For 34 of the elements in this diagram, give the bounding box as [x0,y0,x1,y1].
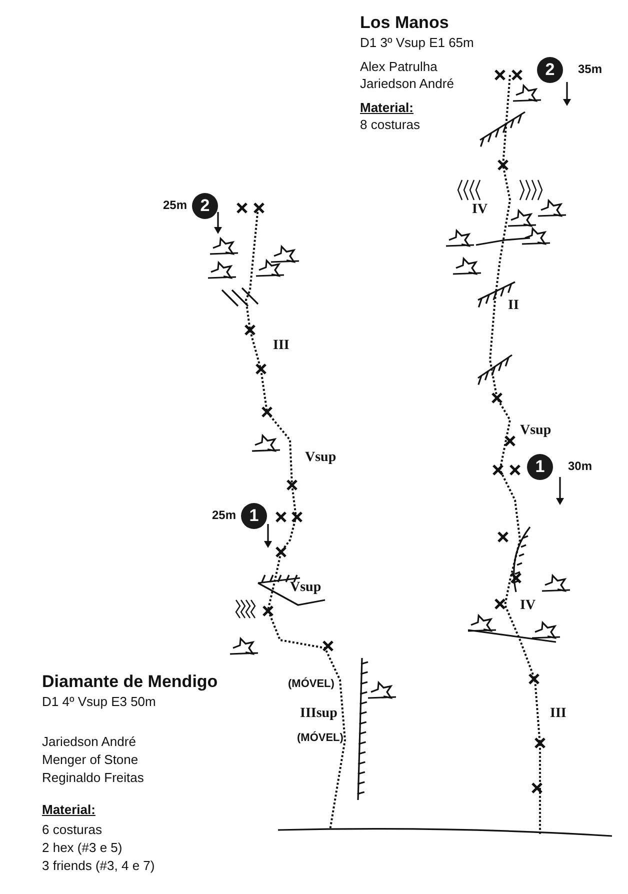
grade-label: Vsup [305,450,336,466]
rock-note: (MÓVEL) [297,732,344,744]
gear-heading: Material: [42,803,96,818]
route-name: Diamante de Mendigo [42,673,218,692]
gear-item: 2 hex (#3 e 5) [42,841,122,856]
pitch-length-label: 30m [568,460,592,474]
belay-station-marker: 1 [241,503,267,529]
route-name: Los Manos [360,14,449,33]
grade-label: Vsup [290,580,322,596]
belay-station-marker: 2 [537,57,563,83]
grade-label: II [508,298,519,314]
climber-name: Jariedson André [360,77,454,92]
route-grade-text: D1 3º Vsup E1 65m [360,36,474,50]
gear-heading: Material: [360,101,414,116]
pitch-length-label: 35m [578,63,602,76]
grade-label: Vsup [520,423,552,438]
gear-item: 3 friends (#3, 4 e 7) [42,859,155,874]
climber-name: Reginaldo Freitas [42,771,144,786]
gear-item: 8 costuras [360,118,420,132]
climber-name: Menger of Stone [42,753,138,768]
climber-name: Jariedson André [42,735,136,750]
rock-note: (MÓVEL) [288,678,334,690]
belay-station-marker: 2 [192,193,218,219]
grade-label: III [273,338,290,354]
grade-label: IIIsup [300,706,338,722]
belay-station-marker: 1 [527,454,553,480]
grade-label: III [550,706,566,722]
pitch-length-label: 25m [162,199,187,212]
gear-item: 6 costuras [42,823,102,838]
pitch-length-label: 25m [212,509,236,522]
grade-label: IV [472,202,488,218]
grade-label: IV [520,598,536,614]
climber-name: Alex Patrulha [360,60,438,74]
route-grade-text: D1 4º Vsup E3 50m [42,695,156,710]
